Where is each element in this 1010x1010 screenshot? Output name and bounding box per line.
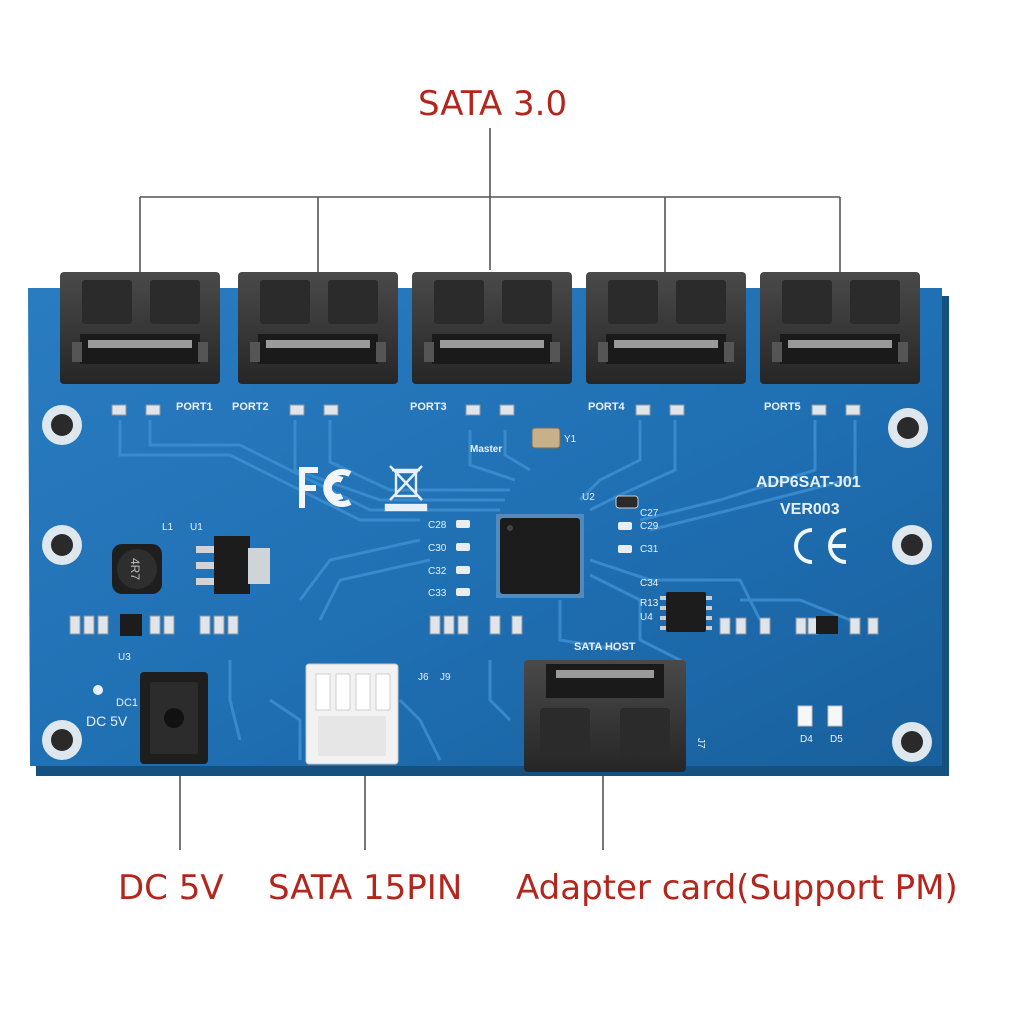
ref-dc1: DC1 <box>116 697 138 709</box>
ref-c30: C30 <box>428 543 447 554</box>
ref-u4: U4 <box>640 612 653 623</box>
regulator-u1 <box>196 536 270 594</box>
sata-port-1-connector <box>60 272 220 384</box>
fcc-logo <box>299 467 352 508</box>
port1-label: PORT1 <box>176 401 213 413</box>
chip-capacitors-right <box>615 495 639 553</box>
port5-label: PORT5 <box>764 401 801 413</box>
leader-lines <box>139 128 841 850</box>
ref-u1: U1 <box>190 522 203 533</box>
mounting-holes <box>42 405 932 762</box>
ref-j7: J7 <box>695 738 706 749</box>
capacitor-pads <box>111 404 861 416</box>
transistor-u3 <box>120 614 142 636</box>
version-label: VER003 <box>780 501 840 518</box>
port4-label: PORT4 <box>588 401 626 413</box>
status-leds <box>797 705 843 727</box>
ref-j9: J9 <box>440 672 451 683</box>
ref-c28: C28 <box>428 520 447 531</box>
chip-capacitors-left <box>456 520 470 596</box>
ref-l1: L1 <box>162 522 174 533</box>
ce-mark <box>794 528 847 564</box>
silk-dot <box>93 685 103 695</box>
sata-port-5-connector <box>760 272 920 384</box>
ref-y1: Y1 <box>564 434 577 445</box>
sata-port-2-connector <box>238 272 398 384</box>
inductor-text: 4R7 <box>128 558 142 580</box>
model-label: ADP6SAT-J01 <box>756 474 861 491</box>
ref-d4: D4 <box>800 734 813 745</box>
ref-c32: C32 <box>428 566 447 577</box>
callout-sata-15pin: SATA 15PIN <box>268 868 463 908</box>
sata-host-connector <box>524 660 686 772</box>
ref-c33: C33 <box>428 588 447 599</box>
dc-power-jack <box>140 672 208 764</box>
dc-5v-silk: DC 5V <box>86 713 128 729</box>
controller-chip-u2 <box>496 514 584 598</box>
capacitor-row-bottom <box>69 615 879 635</box>
eeprom-chip-u4 <box>660 592 712 632</box>
ref-u2: U2 <box>582 492 595 503</box>
ref-c27: C27 <box>640 508 659 519</box>
callout-dc-5v: DC 5V <box>118 868 224 908</box>
transistor-q1 <box>816 616 838 634</box>
sata-port-3-connector <box>412 272 572 384</box>
sata-power-connector <box>305 663 399 765</box>
ref-j6: J6 <box>418 672 429 683</box>
ref-c29: C29 <box>640 521 659 532</box>
sata-port-4-connector <box>586 272 746 384</box>
crystal-y1 <box>531 427 561 449</box>
callout-adapter-card: Adapter card(Support PM) <box>516 868 958 908</box>
ref-c34: C34 <box>640 578 659 589</box>
pcb-board <box>28 288 949 776</box>
ref-c31: C31 <box>640 544 659 555</box>
inductor-l1 <box>112 544 162 594</box>
port3-label: PORT3 <box>410 401 447 413</box>
master-label: Master <box>470 444 502 455</box>
ref-d5: D5 <box>830 734 843 745</box>
sata-host-label: SATA HOST <box>574 641 636 653</box>
weee-bin-icon <box>384 465 428 512</box>
ref-r13: R13 <box>640 598 659 609</box>
sata-connectors <box>60 272 920 384</box>
callout-sata-3: SATA 3.0 <box>418 84 568 124</box>
port2-label: PORT2 <box>232 401 269 413</box>
ref-u3: U3 <box>118 652 131 663</box>
